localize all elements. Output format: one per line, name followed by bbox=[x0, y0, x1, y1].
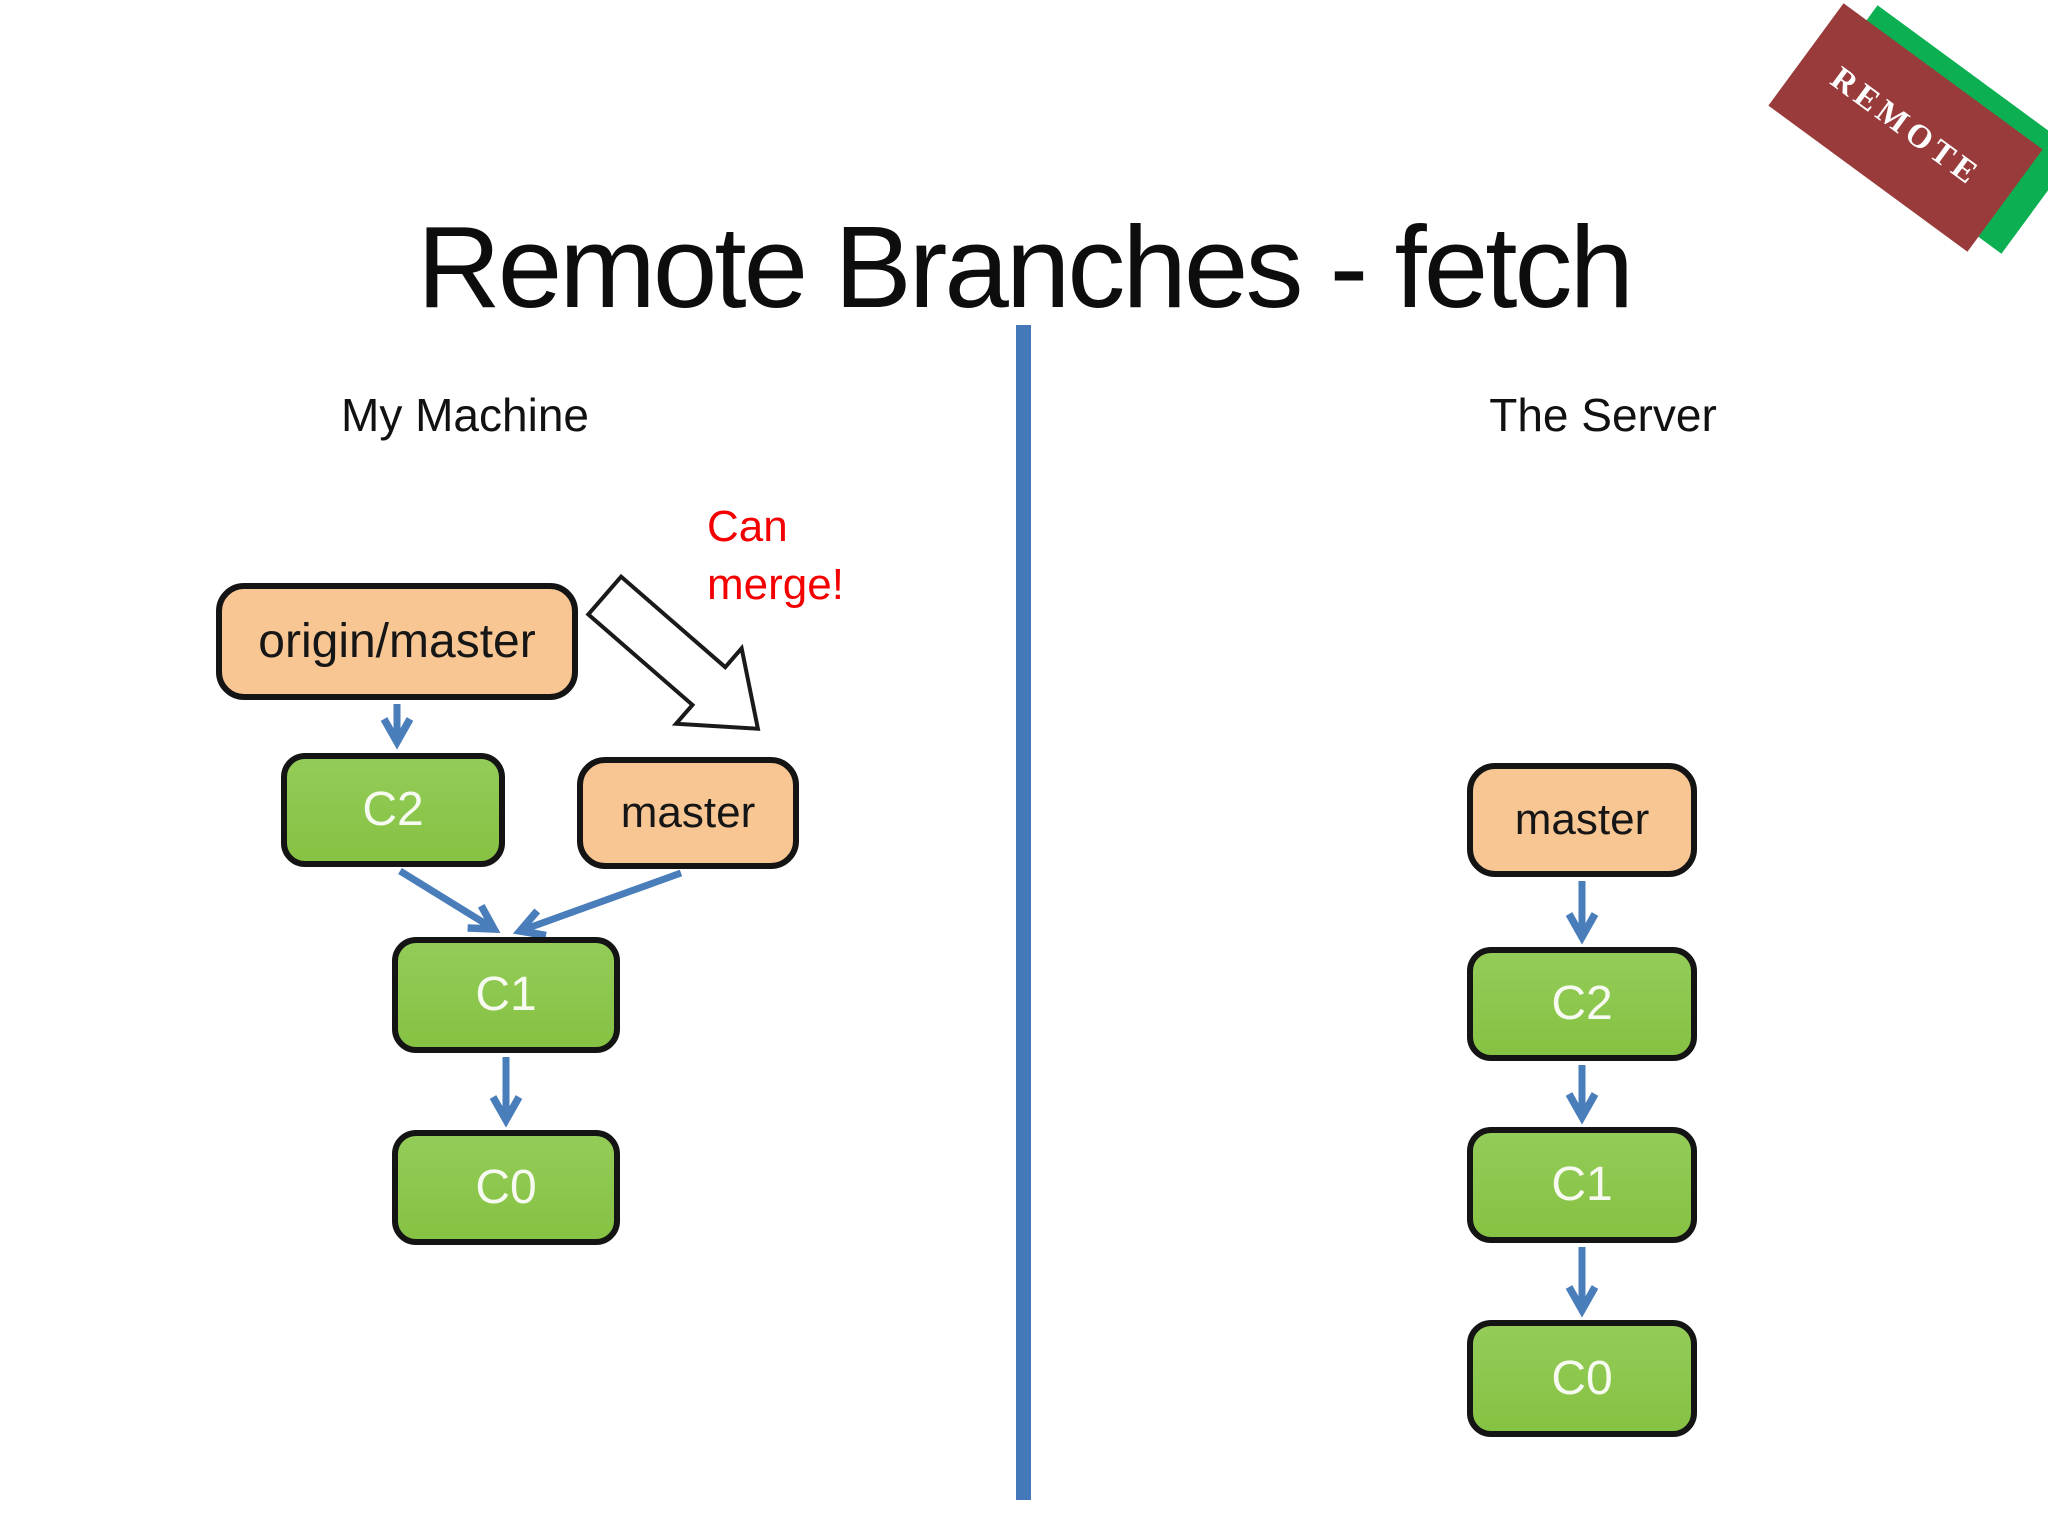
node-my-c1: C1 bbox=[392, 937, 620, 1053]
node-server-master-label: master bbox=[1514, 795, 1650, 844]
node-my-master: master bbox=[577, 757, 799, 869]
node-my-c0-label: C0 bbox=[475, 1160, 537, 1214]
slide-title: Remote Branches - fetch bbox=[416, 201, 1634, 332]
merge-block-arrow bbox=[585, 573, 761, 731]
node-server-c1: C1 bbox=[1467, 1127, 1697, 1243]
divider-line bbox=[1016, 325, 1031, 1500]
right-column-label: The Server bbox=[1489, 389, 1717, 441]
node-my-c0: C0 bbox=[392, 1130, 620, 1245]
node-server-c0: C0 bbox=[1467, 1320, 1697, 1437]
node-my-c2: C2 bbox=[281, 753, 505, 867]
node-server-c1-label: C1 bbox=[1551, 1158, 1613, 1211]
edge-my-c2-to-c1 bbox=[398, 868, 501, 934]
node-server-c0-label: C0 bbox=[1551, 1351, 1613, 1405]
node-origin-master: origin/master bbox=[216, 583, 578, 700]
left-column-label: My Machine bbox=[341, 389, 589, 441]
can-merge-annotation: Can merge! bbox=[707, 502, 844, 610]
node-my-c1-label: C1 bbox=[475, 968, 537, 1021]
node-server-c2-label: C2 bbox=[1551, 977, 1613, 1030]
edge-my-master-to-c1 bbox=[512, 869, 683, 940]
node-server-master: master bbox=[1467, 763, 1697, 877]
node-server-c2: C2 bbox=[1467, 947, 1697, 1061]
node-my-c2-label: C2 bbox=[362, 783, 424, 836]
node-my-master-label: master bbox=[620, 788, 756, 837]
node-origin-master-label: origin/master bbox=[258, 614, 536, 668]
